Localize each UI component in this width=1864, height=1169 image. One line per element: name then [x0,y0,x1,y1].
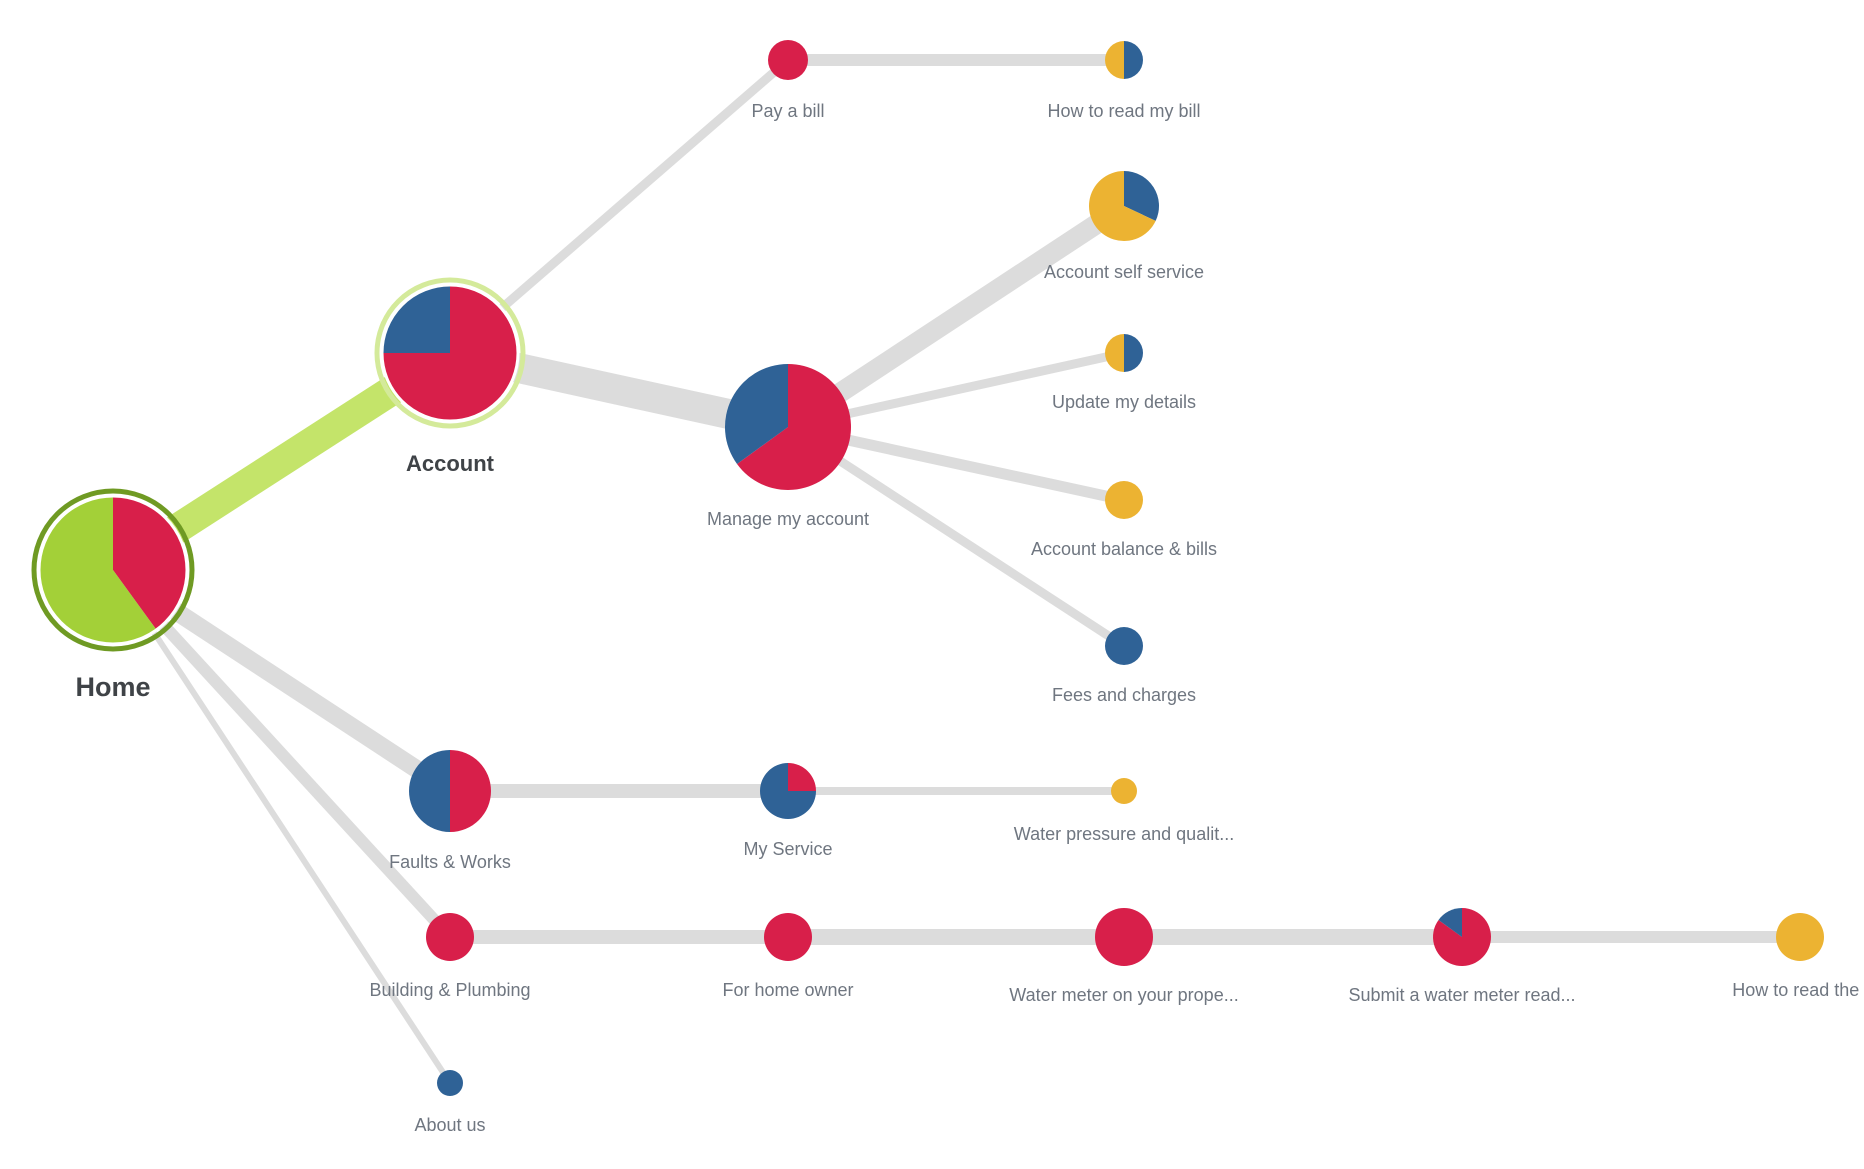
pie-slice [38,496,157,644]
node-label: How to read the ' [1732,980,1864,1000]
pie-slice [1124,41,1143,79]
node-pie [37,494,189,646]
node-submit-meter-read[interactable]: Submit a water meter read... [1348,908,1576,1005]
node-label: Account self service [1044,262,1204,282]
node-home[interactable]: Home [31,488,195,702]
node-water-meter[interactable]: Water meter on your prope... [1009,908,1239,1005]
node-label: Faults & Works [389,852,511,872]
node-label: For home owner [722,980,853,1000]
node-my-service[interactable]: My Service [743,763,833,859]
node-label: Manage my account [707,509,869,529]
pie-slice [437,1070,463,1096]
node-how-to-read-the[interactable]: How to read the ' [1732,913,1864,1000]
link-manage-my-account-to-account-self-service [782,197,1130,436]
node-pie [1432,908,1491,966]
pie-slice [450,750,491,832]
pie-slice [725,364,788,465]
node-pie [764,913,812,961]
pie-slice [1105,481,1143,519]
link-home-to-about-us [110,568,453,1085]
pie-slice [737,364,852,491]
pie-slice [1124,171,1159,221]
node-label: Account balance & bills [1031,539,1217,559]
pie-slice [788,763,816,791]
node-how-to-read-my-bill[interactable]: How to read my bill [1047,41,1201,121]
pie-slice [1776,913,1824,961]
link-manage-my-account-to-fees-and-charges [785,423,1127,650]
node-pie [760,763,816,819]
pie-slice [764,913,812,961]
node-pie [1088,171,1159,241]
node-inner-border [380,283,520,423]
pie-slice [1124,334,1143,372]
node-pie [437,1070,463,1096]
pie-slice [760,763,816,819]
node-faults-works[interactable]: Faults & Works [389,750,511,872]
node-pie [1776,913,1824,961]
pie-slice [1105,41,1124,79]
node-label: My Service [743,839,832,859]
node-pie [725,364,852,491]
node-inner-border [37,494,189,646]
pie-slice [1088,171,1156,241]
node-pie [426,913,474,961]
pie-slice [1095,908,1153,966]
node-for-home-owner[interactable]: For home owner [722,913,854,1000]
node-account-balance-bills[interactable]: Account balance & bills [1031,481,1217,559]
node-label: How to read my bill [1047,101,1200,121]
node-ring [31,488,195,652]
node-fees-and-charges[interactable]: Fees and charges [1052,627,1196,705]
node-pie [1095,908,1153,966]
pie-slice [1111,778,1137,804]
node-about-us[interactable]: About us [414,1070,486,1135]
node-pie [1105,334,1143,372]
node-pay-a-bill[interactable]: Pay a bill [751,40,825,121]
node-label: Update my details [1052,392,1196,412]
node-label: Building & Plumbing [369,980,530,1000]
node-pie [1105,627,1143,665]
node-pie [380,283,520,423]
pie-slice [426,913,474,961]
node-building-plumbing[interactable]: Building & Plumbing [369,913,531,1000]
node-ring [374,277,526,429]
node-pie [1105,481,1143,519]
node-label: Pay a bill [751,101,824,121]
nodes-layer: Home Account Pay a bill How to read my bill… [31,40,1864,1135]
pie-slice [1105,627,1143,665]
pie-slice [382,285,450,353]
node-label: Water meter on your prope... [1009,985,1238,1005]
node-pie [409,750,491,832]
node-label: About us [414,1115,485,1135]
node-manage-my-account[interactable]: Manage my account [707,364,869,529]
node-label: Water pressure and qualit... [1014,824,1234,844]
links-layer [104,54,1800,1085]
pie-slice [1438,908,1462,937]
node-update-my-details[interactable]: Update my details [1052,334,1196,412]
node-pie [1105,41,1143,79]
node-water-pressure[interactable]: Water pressure and qualit... [1014,778,1234,844]
node-account-self-service[interactable]: Account self service [1044,171,1204,282]
pie-slice [1105,334,1124,372]
node-pie [768,40,808,80]
node-label: Fees and charges [1052,685,1196,705]
link-home-to-building-plumbing [108,565,455,942]
node-account[interactable]: Account [374,277,526,476]
node-pie [1111,778,1137,804]
pie-slice [409,750,450,832]
pie-slice [768,40,808,80]
node-label: Account [406,451,495,476]
node-label: Submit a water meter read... [1348,985,1575,1005]
node-label: Home [75,672,150,702]
pie-slice [113,496,187,630]
